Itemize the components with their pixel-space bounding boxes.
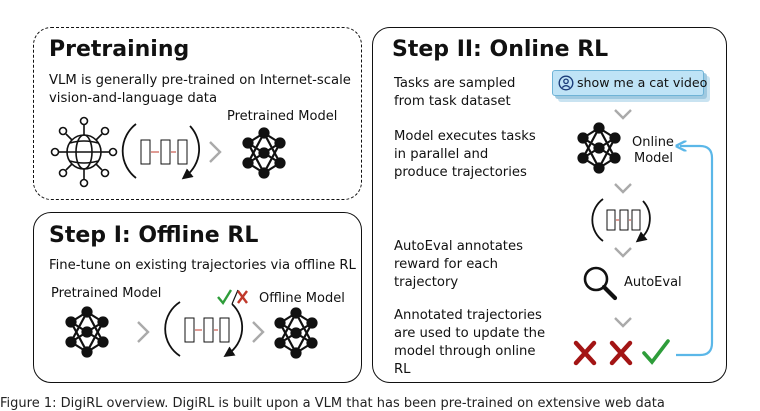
arrow-right-icon xyxy=(209,141,222,163)
cross-icon xyxy=(573,340,597,366)
user-icon xyxy=(558,75,574,91)
offline-model-label: Offline Model xyxy=(259,291,345,306)
arrow-down-icon xyxy=(614,183,632,194)
step2-exec-line2: in parallel and xyxy=(394,147,489,162)
arrow-right-icon xyxy=(137,321,150,343)
pretraining-desc-line1: VLM is generally pre-trained on Internet… xyxy=(49,73,351,88)
online-model-icon xyxy=(577,122,621,174)
feedback-loop-arrow xyxy=(676,146,714,357)
step2-sample-line1: Tasks are sampled xyxy=(394,76,516,91)
step2-sample-line2: from task dataset xyxy=(394,94,511,109)
pretraining-title: Pretraining xyxy=(49,37,190,62)
pretrained-model-label: Pretrained Model xyxy=(227,109,338,124)
step2-update-line4: RL xyxy=(394,362,411,377)
step2-update-line3: model through online xyxy=(394,344,536,359)
step1-pretrained-label: Pretrained Model xyxy=(51,286,162,301)
step2-exec-line1: Model executes tasks xyxy=(394,129,536,144)
step2-update-line1: Annotated trajectories xyxy=(394,308,542,323)
magnifier-icon xyxy=(583,266,618,301)
autoeval-label: AutoEval xyxy=(624,275,682,290)
figure-caption: Figure 1: DigiRL overview. DigiRL is bui… xyxy=(0,396,665,411)
online-model-label-line1: Online xyxy=(632,135,674,150)
offline-rl-desc: Fine-tune on existing trajectories via o… xyxy=(49,258,356,273)
cross-icon xyxy=(237,290,248,304)
trajectory-icon xyxy=(164,301,244,358)
online-model-label-line2: Model xyxy=(634,151,674,166)
step2-update-line2: are used to update the xyxy=(394,326,546,341)
slash-divider xyxy=(231,289,239,305)
trajectory-icon xyxy=(121,123,200,180)
arrow-down-icon xyxy=(614,247,632,258)
pretrained-model-icon xyxy=(242,127,286,179)
step2-eval-line2: reward for each xyxy=(394,257,498,272)
check-icon xyxy=(217,289,233,306)
step1-pretrained-model-icon xyxy=(65,306,109,358)
trajectory-icon xyxy=(591,198,651,243)
step2-exec-line3: produce trajectories xyxy=(394,165,527,180)
cross-icon xyxy=(609,340,633,366)
offline-rl-title: Step I: Offline RL xyxy=(49,223,259,248)
arrow-down-icon xyxy=(614,109,632,120)
task-text: show me a cat video xyxy=(577,75,708,90)
offline-model-icon xyxy=(274,307,318,359)
task-card: show me a cat video xyxy=(552,70,708,96)
online-rl-title: Step II: Online RL xyxy=(392,37,609,62)
pretraining-desc-line2: vision-and-language data xyxy=(49,91,218,106)
step2-eval-line1: AutoEval annotates xyxy=(394,239,523,254)
globe-network-icon xyxy=(50,116,118,188)
arrow-down-icon xyxy=(614,317,632,328)
check-icon xyxy=(642,339,670,365)
pretraining-panel xyxy=(33,27,362,200)
arrow-right-icon xyxy=(252,321,265,343)
step2-eval-line3: trajectory xyxy=(394,275,459,290)
